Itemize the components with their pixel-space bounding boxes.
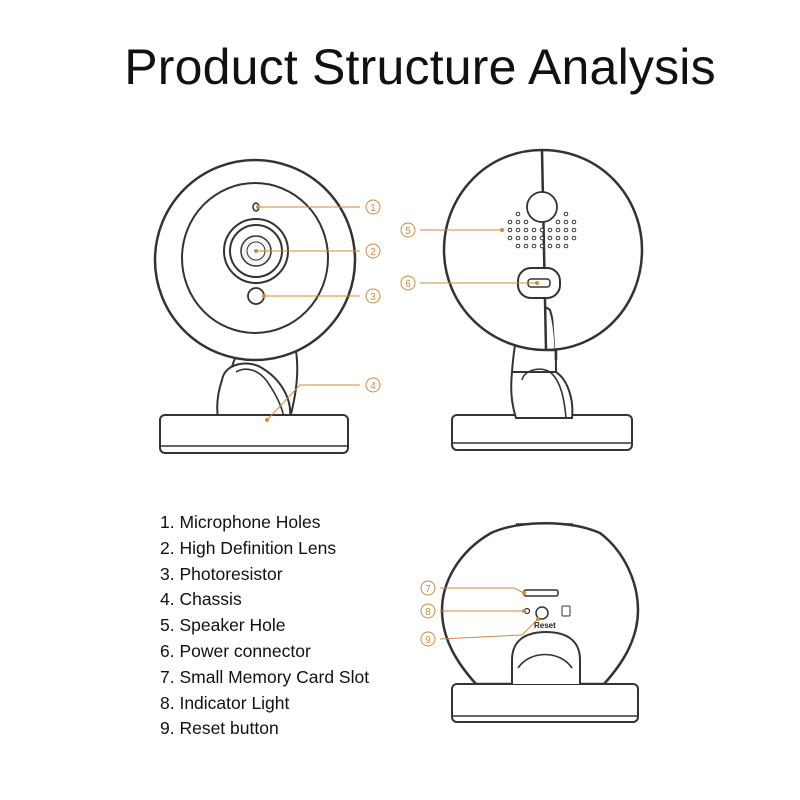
list-item: 4. Chassis [160, 589, 242, 610]
callout-2: 2 [365, 243, 381, 259]
speaker-hole [547, 227, 553, 233]
list-item: 1. Microphone Holes [160, 512, 321, 532]
list-item: 9. Reset button [160, 718, 279, 739]
back-body [442, 148, 644, 360]
speaker-hole [563, 219, 569, 225]
callout-6: 6 [400, 275, 416, 291]
speaker-hole [531, 235, 537, 241]
speaker-hole [563, 227, 569, 233]
back-base [451, 414, 633, 451]
speaker-hole [523, 227, 529, 233]
bottom-stand-arch [511, 630, 581, 684]
speaker-hole [515, 219, 521, 225]
bottom-leaders [439, 587, 540, 640]
speaker-hole [555, 235, 561, 241]
speaker-hole [507, 227, 513, 233]
svg-text:6: 6 [405, 279, 411, 290]
speaker-holes [507, 211, 577, 249]
svg-text:7: 7 [425, 584, 431, 595]
speaker-hole [555, 243, 561, 249]
front-view [153, 158, 357, 454]
svg-text:5: 5 [405, 226, 411, 237]
parts-list: 1. Microphone Holes 2. High Definition L… [160, 510, 369, 742]
speaker-hole [539, 235, 545, 241]
speaker-hole [523, 243, 529, 249]
back-stand-joint [510, 371, 574, 419]
svg-text:2: 2 [370, 247, 376, 258]
callout-7: 7 [420, 580, 436, 596]
memory-card-slot [523, 589, 559, 597]
list-item: 5. Speaker Hole [160, 615, 286, 636]
speaker-hole [547, 243, 553, 249]
callout-9: 9 [420, 631, 436, 647]
speaker-hole [555, 227, 561, 233]
svg-text:8: 8 [425, 607, 431, 618]
svg-text:1: 1 [370, 203, 376, 214]
list-item: 8. Indicator Light [160, 692, 290, 713]
speaker-hole [547, 235, 553, 241]
page-title: Product Structure Analysis [124, 39, 716, 95]
speaker-hole [507, 235, 513, 241]
speaker-hole [571, 235, 577, 241]
callout-5: 5 [400, 222, 416, 238]
bottom-body [440, 522, 640, 686]
speaker-hole [515, 235, 521, 241]
back-view [442, 148, 644, 451]
speaker-hole [563, 235, 569, 241]
list-item: 7. Small Memory Card Slot [160, 666, 370, 687]
front-base [159, 414, 349, 454]
photoresistor [247, 287, 265, 305]
speaker-hole [515, 227, 521, 233]
speaker-dome [526, 191, 558, 223]
speaker-hole [515, 243, 521, 249]
reset-button [535, 606, 549, 620]
speaker-hole [539, 227, 545, 233]
speaker-hole [531, 243, 537, 249]
speaker-hole [523, 235, 529, 241]
svg-text:4: 4 [370, 381, 376, 392]
speaker-hole [531, 227, 537, 233]
speaker-hole [563, 211, 569, 217]
speaker-hole [563, 243, 569, 249]
speaker-hole [555, 219, 561, 225]
list-item: 3. Photoresistor [160, 563, 283, 584]
front-leaders [254, 205, 360, 422]
list-item: 6. Power connector [160, 640, 311, 661]
callout-1: 1 [365, 199, 381, 215]
speaker-hole [507, 219, 513, 225]
speaker-hole [539, 243, 545, 249]
svg-text:9: 9 [425, 635, 431, 646]
speaker-hole [523, 219, 529, 225]
bottom-view [440, 522, 640, 723]
front-stand-joint [216, 362, 292, 419]
callout-8: 8 [420, 603, 436, 619]
callout-3: 3 [365, 288, 381, 304]
callout-4: 4 [365, 377, 381, 393]
speaker-hole [571, 219, 577, 225]
svg-text:3: 3 [370, 292, 376, 303]
speaker-hole [515, 211, 521, 217]
sd-card-icon [561, 605, 571, 617]
back-leaders [420, 228, 539, 285]
list-item: 2. High Definition Lens [160, 537, 337, 558]
speaker-hole [571, 227, 577, 233]
reset-label: Reset [534, 621, 556, 630]
